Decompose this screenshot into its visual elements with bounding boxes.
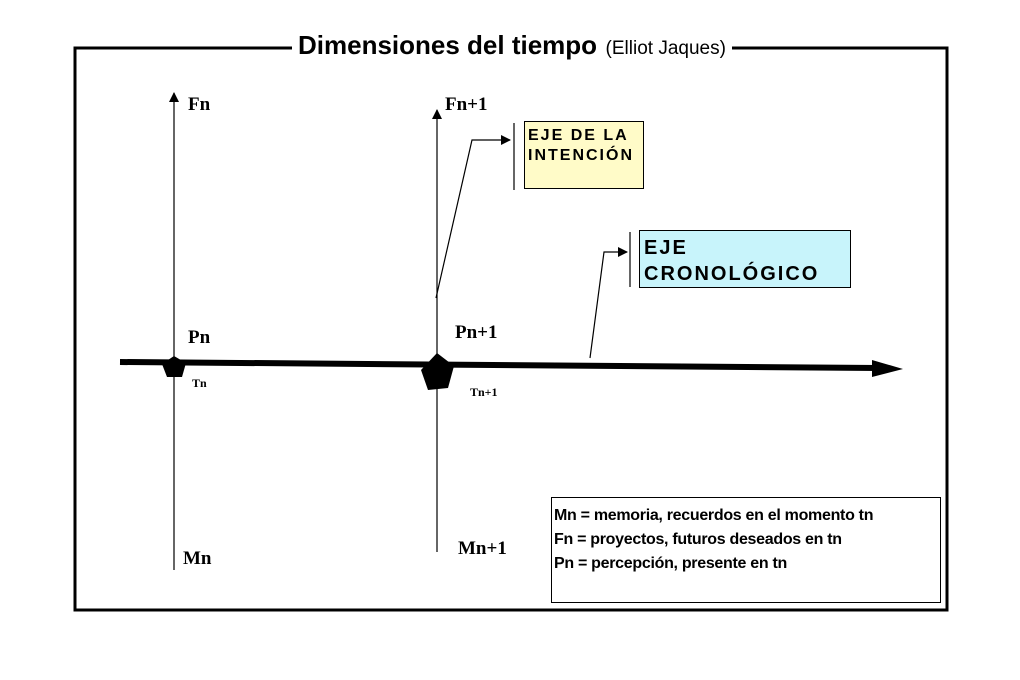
label-mn: Mn bbox=[183, 548, 212, 569]
chronological-callout-line2: CRONOLÓGICO bbox=[644, 263, 820, 285]
label-tn: Tn bbox=[192, 376, 207, 390]
label-fn1: Fn+1 bbox=[445, 94, 488, 115]
title-main: Dimensiones del tiempo bbox=[298, 30, 598, 60]
intention-callout-leader bbox=[435, 135, 511, 299]
chronological-axis-callout: EJE CRONOLÓGICO bbox=[639, 230, 851, 288]
chronological-callout-line1: EJE bbox=[644, 237, 688, 259]
diagram-title: Dimensiones del tiempo (Elliot Jaques) bbox=[292, 30, 732, 61]
legend-line-pn: Pn = percepción, presente en tn bbox=[554, 555, 787, 572]
title-subtitle: (Elliot Jaques) bbox=[605, 38, 726, 59]
label-tn1: Tn+1 bbox=[470, 385, 498, 399]
time-point-n bbox=[162, 356, 186, 377]
legend-line-fn: Fn = proyectos, futuros deseados en tn bbox=[554, 531, 842, 548]
label-mn1: Mn+1 bbox=[458, 538, 507, 559]
legend-box: Mn = memoria, recuerdos en el momento tn… bbox=[551, 497, 941, 603]
label-pn1: Pn+1 bbox=[455, 322, 498, 343]
intention-axis-callout: EJE DE LA INTENCIÓN bbox=[524, 121, 644, 189]
chronological-callout-leader bbox=[589, 247, 628, 359]
chronological-axis-arrowhead bbox=[872, 360, 903, 377]
legend-line-mn: Mn = memoria, recuerdos en el momento tn bbox=[554, 507, 874, 524]
chronological-axis bbox=[119, 359, 879, 371]
time-point-n1 bbox=[421, 353, 454, 390]
intention-callout-line1: EJE DE LA bbox=[528, 127, 629, 144]
intention-callout-line2: INTENCIÓN bbox=[528, 147, 634, 164]
label-fn: Fn bbox=[188, 94, 211, 115]
label-pn: Pn bbox=[188, 327, 211, 348]
